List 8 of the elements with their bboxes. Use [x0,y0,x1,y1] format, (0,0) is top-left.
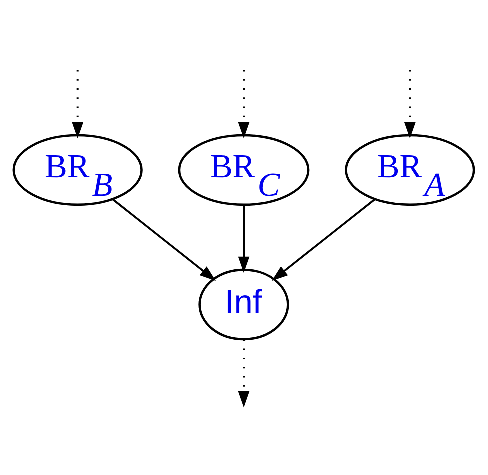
arrow [238,340,250,408]
node-ellipse: Inf [198,268,290,341]
arrow [238,70,250,139]
arrow [238,204,250,274]
arrow [404,70,416,139]
arrow [272,198,376,282]
arrow [72,70,84,139]
arrow [112,198,216,282]
